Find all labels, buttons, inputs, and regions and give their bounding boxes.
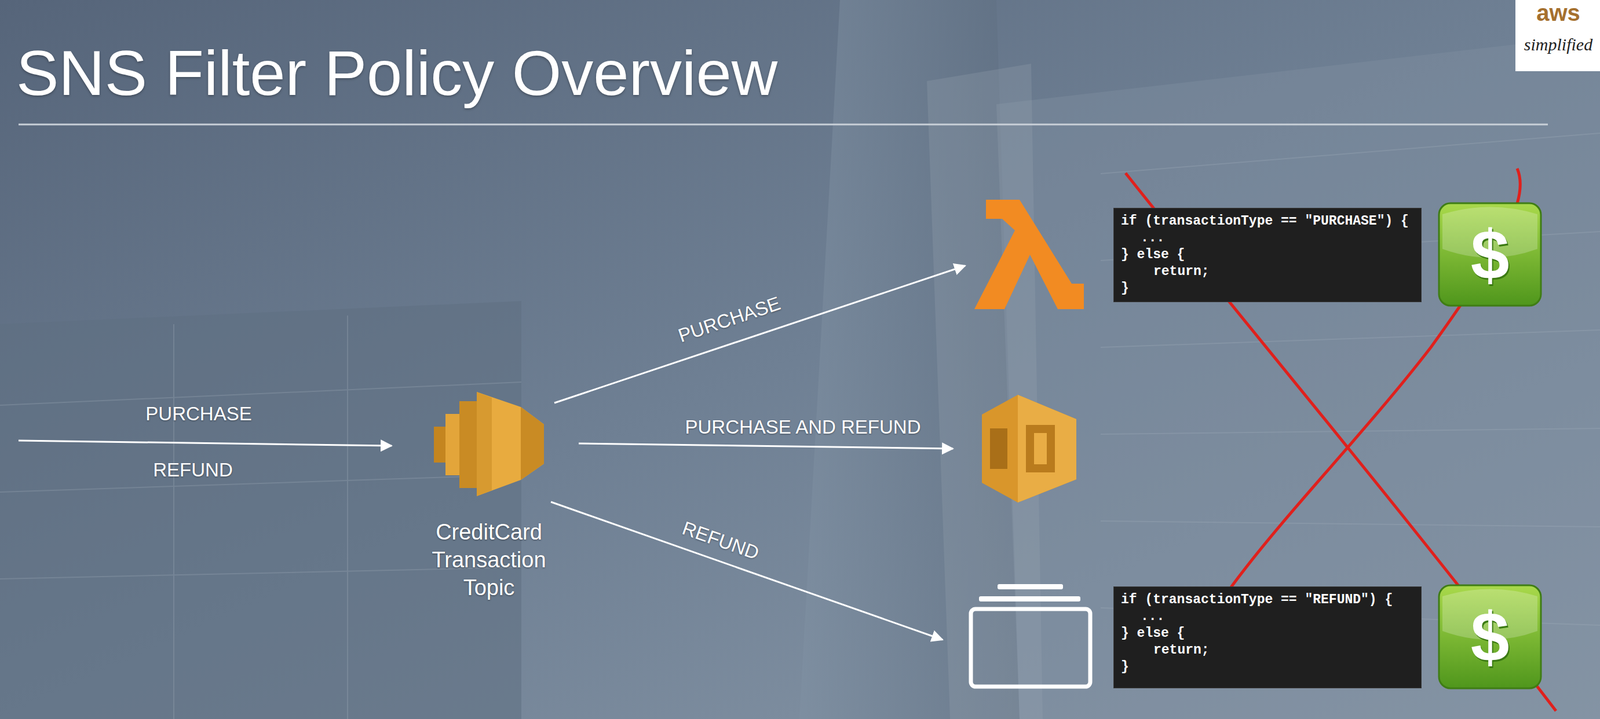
code-line: } (1120, 659, 1413, 677)
arrow-label: PURCHASE (675, 293, 783, 347)
code-line: if (transactionType == "REFUND") { (1120, 592, 1413, 609)
code-line: } else { (1120, 246, 1413, 264)
code-line: return; (1120, 642, 1413, 660)
arrow-label: PURCHASE (145, 403, 252, 425)
dollar-sign: $ (1470, 216, 1510, 294)
code-box: if (transactionType == "REFUND") {...} e… (1113, 586, 1422, 689)
dollar-sign: $ (1470, 598, 1510, 676)
code-line: ... (1120, 229, 1413, 247)
diagram-title: SNS Filter Policy Overview (16, 41, 778, 105)
code-box: if (transactionType == "PURCHASE") {...}… (1113, 207, 1422, 303)
code-line: } (1120, 280, 1413, 298)
code-line: if (transactionType == "PURCHASE") { (1120, 213, 1413, 230)
arrow-label: PURCHASE AND REFUND (684, 417, 921, 438)
code-line: } else { (1120, 625, 1413, 643)
topic-name: CreditCard Transaction Topic (422, 518, 556, 602)
arrow-label: REFUND (152, 459, 233, 481)
logo-text: simplified (1524, 34, 1593, 54)
code-line: return; (1120, 263, 1413, 281)
logo-text: aws (1536, 0, 1581, 26)
code-line: ... (1120, 608, 1413, 626)
topic-label: CreditCard Transaction Topic (412, 518, 566, 602)
arrow-label: REFUND (679, 517, 762, 565)
